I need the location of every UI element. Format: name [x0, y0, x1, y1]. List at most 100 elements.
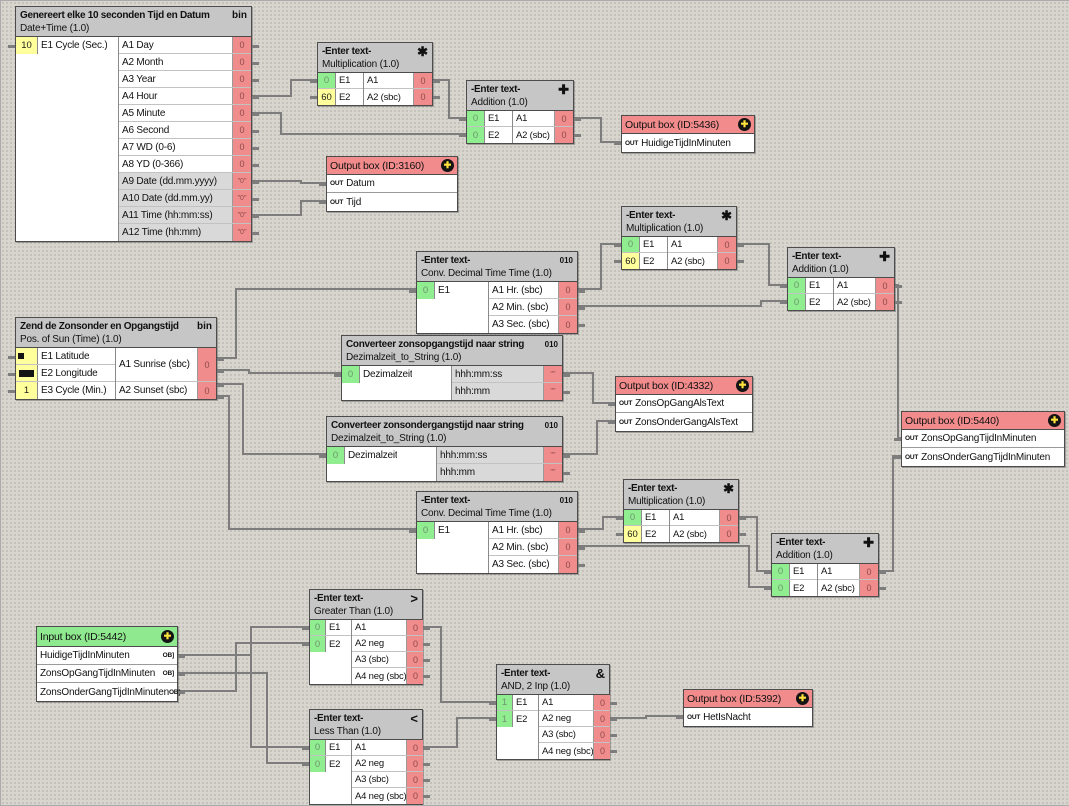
port-stub[interactable] [252, 129, 259, 133]
port-stub[interactable] [302, 763, 309, 766]
port-stub[interactable] [302, 627, 309, 630]
port-stub[interactable] [616, 533, 623, 536]
input-value[interactable]: 0 [788, 278, 806, 293]
port-stub[interactable] [423, 675, 430, 678]
input-value[interactable]: 0 [310, 740, 326, 755]
port-stub[interactable] [563, 454, 570, 458]
port-stub[interactable] [894, 456, 901, 459]
port-stub[interactable] [739, 517, 746, 520]
port-stub[interactable] [423, 659, 430, 662]
port-stub[interactable] [895, 285, 902, 288]
port-stub[interactable] [310, 96, 317, 99]
port-stub[interactable] [409, 529, 416, 533]
port-stub[interactable] [217, 370, 224, 373]
port-stub[interactable] [178, 673, 185, 676]
port-stub[interactable] [217, 395, 224, 399]
plus-circle-icon[interactable]: ✚ [736, 379, 749, 392]
input-value[interactable]: 10 [16, 37, 38, 54]
port-stub[interactable] [252, 61, 259, 65]
port-stub[interactable] [610, 718, 617, 721]
input-value[interactable]: 0 [788, 294, 806, 310]
port-stub[interactable] [563, 390, 570, 394]
input-value[interactable]: 60 [624, 526, 642, 542]
port-stub[interactable] [319, 454, 326, 458]
port-stub[interactable] [489, 702, 496, 705]
input-value[interactable]: 0 [318, 73, 336, 88]
port-stub[interactable] [252, 163, 259, 167]
input-value[interactable]: 1 [16, 382, 38, 399]
input-value[interactable]: 0 [327, 447, 345, 464]
port-stub[interactable] [764, 587, 771, 590]
port-stub[interactable] [739, 533, 746, 536]
port-stub[interactable] [578, 546, 585, 550]
port-stub[interactable] [302, 747, 309, 750]
port-stub[interactable] [319, 201, 326, 204]
port-stub[interactable] [252, 44, 259, 48]
port-stub[interactable] [614, 260, 621, 263]
port-stub[interactable] [423, 795, 430, 798]
port-stub[interactable] [433, 96, 440, 99]
input-value[interactable] [16, 348, 38, 364]
port-stub[interactable] [423, 779, 430, 782]
port-stub[interactable] [252, 78, 259, 82]
input-value[interactable]: 0 [310, 756, 326, 772]
port-stub[interactable] [608, 403, 615, 406]
port-stub[interactable] [894, 438, 901, 441]
port-stub[interactable] [879, 571, 886, 574]
input-value[interactable]: 1 [497, 711, 513, 727]
port-stub[interactable] [409, 289, 416, 293]
input-value[interactable]: 0 [310, 636, 326, 652]
port-stub[interactable] [574, 134, 581, 137]
input-value[interactable]: 0 [417, 522, 435, 539]
input-value[interactable]: 0 [622, 237, 640, 252]
port-stub[interactable] [614, 142, 621, 145]
port-stub[interactable] [610, 734, 617, 737]
port-stub[interactable] [178, 691, 185, 694]
plus-circle-icon[interactable]: ✚ [441, 159, 454, 172]
port-stub[interactable] [252, 95, 259, 99]
plus-circle-icon[interactable]: ✚ [796, 692, 809, 705]
port-stub[interactable] [319, 183, 326, 186]
input-value[interactable]: 0 [772, 564, 790, 579]
port-stub[interactable] [8, 389, 15, 393]
input-value[interactable]: 0 [342, 366, 360, 383]
block-date-time[interactable]: Genereert elke 10 seconden Tijd en Datum… [8, 6, 259, 242]
input-value[interactable]: 60 [318, 89, 336, 105]
port-stub[interactable] [574, 118, 581, 121]
port-stub[interactable] [780, 301, 787, 304]
plus-circle-icon[interactable]: ✚ [738, 118, 751, 131]
port-stub[interactable] [302, 643, 309, 646]
input-value[interactable]: 1 [497, 695, 513, 710]
port-stub[interactable] [178, 655, 185, 658]
port-stub[interactable] [563, 471, 570, 475]
port-stub[interactable] [879, 587, 886, 590]
port-stub[interactable] [423, 763, 430, 766]
port-stub[interactable] [8, 44, 15, 48]
port-stub[interactable] [310, 80, 317, 83]
port-stub[interactable] [614, 244, 621, 247]
port-stub[interactable] [578, 306, 585, 310]
port-stub[interactable] [459, 134, 466, 137]
input-value[interactable]: 0 [467, 127, 485, 143]
port-stub[interactable] [676, 716, 683, 719]
port-stub[interactable] [252, 146, 259, 150]
port-stub[interactable] [252, 197, 259, 201]
port-stub[interactable] [252, 112, 259, 116]
block-dezimalzeit-to-string-2[interactable]: Converteer zonsondergangstijd naar strin… [319, 416, 570, 482]
port-stub[interactable] [252, 180, 259, 184]
port-stub[interactable] [423, 627, 430, 630]
input-value[interactable]: 0 [417, 282, 435, 299]
port-stub[interactable] [616, 517, 623, 520]
port-stub[interactable] [334, 373, 341, 377]
